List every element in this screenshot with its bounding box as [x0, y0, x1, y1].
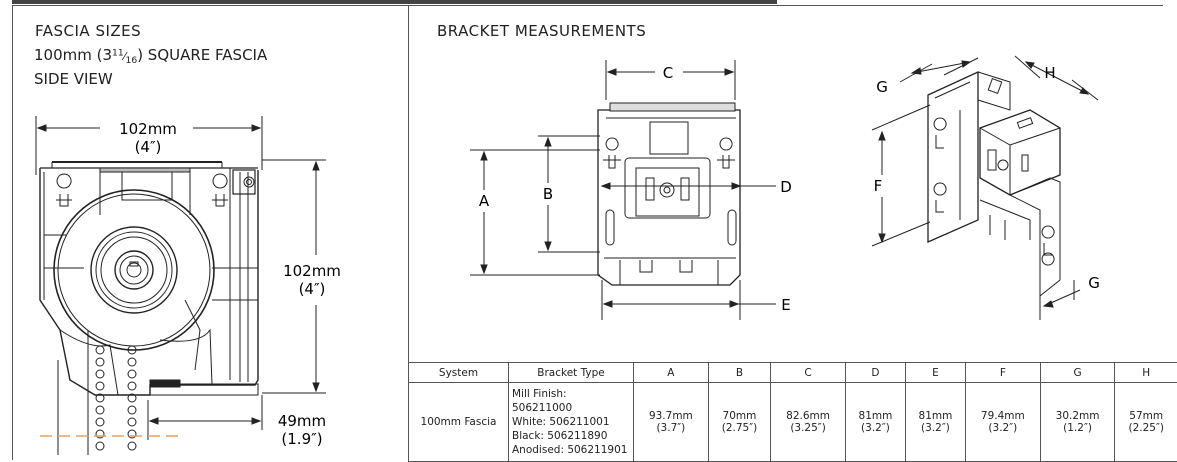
table-row: 100mm Fascia Mill Finish: 506211000 Whit…: [409, 383, 1177, 462]
cell-bracket-types: Mill Finish: 506211000 White: 506211001 …: [509, 383, 634, 462]
bracket-type-black: Black: 506211890: [512, 429, 630, 443]
height-in-label: (4″): [299, 280, 326, 298]
cell-b: 70mm(2.75″): [708, 383, 770, 462]
cell-c: 82.6mm(3.25″): [771, 383, 846, 462]
cell-d-in: (3.2″): [849, 422, 902, 434]
dim-label-g-top: G: [876, 78, 888, 96]
col-bracket-type: Bracket Type: [509, 363, 634, 383]
cell-c-in: (3.25″): [774, 422, 842, 434]
offset-in-label: (1.9″): [281, 430, 322, 448]
bracket-type-white: White: 506211001: [512, 415, 630, 429]
dim-label-d: D: [780, 178, 792, 196]
cell-d-mm: 81mm: [849, 410, 902, 422]
cell-a-in: (3.7″): [637, 422, 705, 434]
cell-b-in: (2.75″): [712, 422, 767, 434]
cell-h: 57mm(2.25″): [1115, 383, 1177, 462]
bracket-type-mill: Mill Finish: 506211000: [512, 387, 630, 415]
cell-d: 81mm(3.2″): [845, 383, 905, 462]
cell-e: 81mm(3.2″): [905, 383, 965, 462]
cell-f-mm: 79.4mm: [969, 410, 1037, 422]
width-mm-label: 102mm: [119, 120, 177, 138]
cell-g-in: (1.2″): [1044, 422, 1112, 434]
col-b: B: [708, 363, 770, 383]
dim-label-b: B: [543, 185, 553, 203]
cell-h-in: (2.25″): [1118, 422, 1174, 434]
cell-f: 79.4mm(3.2″): [965, 383, 1040, 462]
cell-e-mm: 81mm: [909, 410, 962, 422]
fascia-side-view-drawing: 102mm (4″) 102mm (4″) 49mm (1.9″): [0, 0, 408, 459]
cell-g: 30.2mm(1.2″): [1040, 383, 1115, 462]
col-e: E: [905, 363, 965, 383]
height-mm-label: 102mm: [283, 262, 341, 280]
col-h: H: [1115, 363, 1177, 383]
col-a: A: [634, 363, 709, 383]
cell-c-mm: 82.6mm: [774, 410, 842, 422]
cell-b-mm: 70mm: [712, 410, 767, 422]
col-d: D: [845, 363, 905, 383]
dim-label-f: F: [874, 177, 883, 195]
col-f: F: [965, 363, 1040, 383]
cell-a-mm: 93.7mm: [637, 410, 705, 422]
offset-mm-label: 49mm: [278, 412, 326, 430]
cell-h-mm: 57mm: [1118, 410, 1174, 422]
col-g: G: [1040, 363, 1115, 383]
dim-label-e: E: [781, 296, 790, 314]
cell-system: 100mm Fascia: [409, 383, 509, 462]
cell-g-mm: 30.2mm: [1044, 410, 1112, 422]
table-header-row: System Bracket Type A B C D E F G H: [409, 363, 1177, 383]
cell-e-in: (3.2″): [909, 422, 962, 434]
col-system: System: [409, 363, 509, 383]
cell-a: 93.7mm(3.7″): [634, 383, 709, 462]
dim-label-h: H: [1044, 64, 1055, 82]
cell-f-in: (3.2″): [969, 422, 1037, 434]
bracket-spec-table: System Bracket Type A B C D E F G H 100m…: [408, 362, 1177, 462]
bracket-type-anodised: Anodised: 506211901: [512, 443, 630, 457]
dim-label-g-bottom: G: [1088, 274, 1100, 292]
dim-label-a: A: [479, 192, 490, 210]
col-c: C: [771, 363, 846, 383]
bracket-front-drawing: C A B D E: [409, 40, 829, 340]
dim-label-c: C: [663, 64, 673, 82]
bracket-heading: BRACKET MEASUREMENTS: [437, 22, 646, 40]
bracket-iso-drawing: G H F G: [860, 40, 1160, 330]
width-in-label: (4″): [135, 138, 162, 156]
